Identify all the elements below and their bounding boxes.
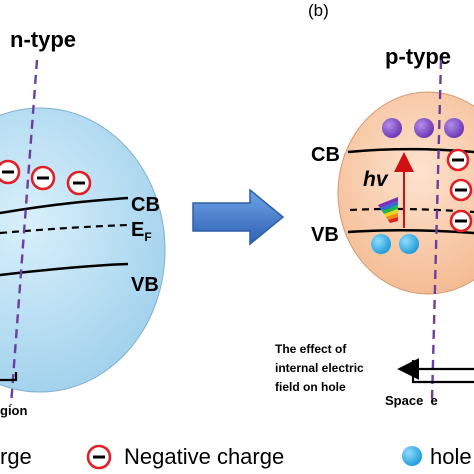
legend-negative-charge-label: Negative charge [124, 444, 284, 469]
p-cb-label: CB [311, 144, 340, 166]
n-type-sphere [0, 107, 166, 393]
p-negative-charge [449, 209, 473, 233]
legend-negative-charge-icon [86, 444, 112, 470]
n-negative-charge [66, 170, 92, 196]
legend-fragment-left: rge [0, 444, 32, 469]
p-trapped-electron [414, 118, 434, 138]
n-negative-charge [30, 165, 56, 191]
p-hole [399, 234, 419, 254]
panel-b-label: (b) [308, 1, 329, 20]
effect-text-line-2: internal electric [275, 361, 364, 375]
p-hole [371, 234, 391, 254]
n-space-bracket [0, 372, 18, 382]
effect-text-line-1: The effect of [275, 342, 347, 356]
p-trapped-electron [444, 118, 464, 138]
p-negative-charge [449, 178, 473, 202]
n-type-label: n-type [10, 27, 76, 52]
legend-hole-icon [402, 446, 422, 466]
n-vb-label: VB [131, 274, 159, 296]
n-interface-dashed-line [9, 59, 39, 406]
p-interface-dashed-line [430, 59, 443, 401]
n-ef-label: EF [131, 219, 152, 244]
p-negative-charge [446, 148, 470, 172]
space-charge-fragment: Space e [385, 393, 438, 408]
p-space-bracket [411, 360, 474, 384]
n-ef-letter: E [131, 219, 144, 241]
legend-hole-label: hole [430, 444, 472, 469]
n-ef-dashed-line [0, 223, 129, 235]
n-cb-label: CB [131, 194, 160, 216]
effect-text-line-3: field on hole [275, 380, 346, 394]
light-beam-icon [378, 197, 398, 223]
transition-arrow [192, 188, 285, 246]
p-vb-label: VB [311, 224, 339, 246]
n-vb-band-line [0, 262, 129, 277]
n-negative-charge [0, 159, 21, 185]
p-trapped-electron [382, 118, 402, 138]
n-region-fragment: gion [0, 403, 27, 418]
photon-label: hv [363, 168, 389, 191]
n-ef-subscript: F [144, 230, 151, 244]
n-cb-band-line [0, 196, 129, 215]
